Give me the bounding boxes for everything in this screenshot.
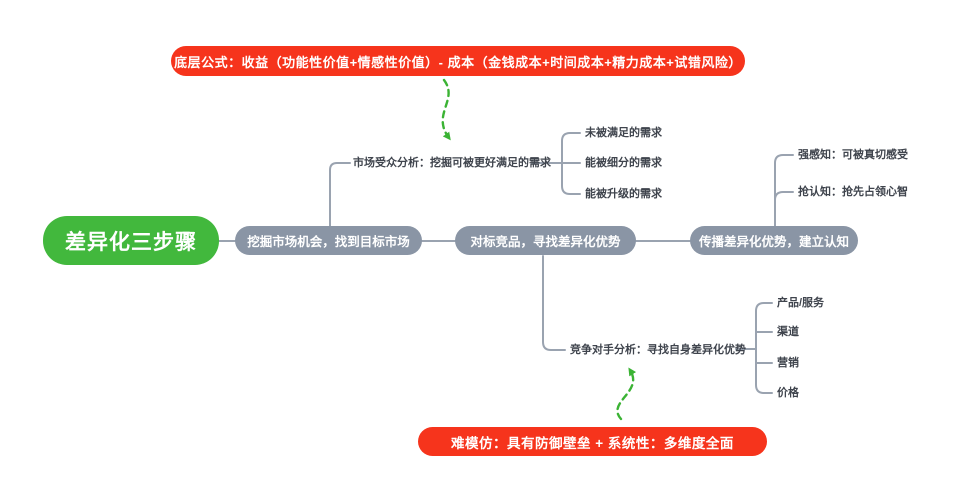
top-formula-banner[interactable]: 底层公式：收益（功能性价值+情感性价值）- 成本（金钱成本+时间成本+精力成本+…: [171, 46, 745, 76]
market-child-unmet[interactable]: 未被满足的需求: [585, 127, 662, 139]
step-node-benchmark[interactable]: 对标竞品，寻找差异化优势: [455, 226, 636, 255]
competitor-child-product[interactable]: 产品/服务: [777, 297, 825, 309]
competitor-analysis-label[interactable]: 竞争对手分析：寻找自身差异化优势: [570, 344, 746, 356]
edge-competitor-bracket-up: [755, 302, 773, 350]
market-child-segment[interactable]: 能被细分的需求: [585, 157, 662, 169]
step-node-find-market[interactable]: 挖掘市场机会，找到目标市场: [235, 226, 422, 255]
spread-child-mindshare[interactable]: 抢认知：抢先占领心智: [798, 186, 908, 198]
market-child-upgrade[interactable]: 能被升级的需求: [585, 188, 662, 200]
market-analysis-label[interactable]: 市场受众分析：挖掘可被更好满足的需求: [353, 157, 551, 169]
competitor-child-channel[interactable]: 渠道: [777, 326, 799, 338]
root-node[interactable]: 差异化三步骤: [43, 216, 219, 265]
bottom-note-banner[interactable]: 难模仿：具有防御壁垒 + 系统性：多维度全面: [418, 427, 767, 456]
edge-step3-spread1: [774, 154, 794, 228]
edge-competitor-bracket-down: [755, 348, 773, 394]
spread-child-perception[interactable]: 强感知：可被真切感受: [798, 149, 908, 161]
edge-market-bracket-up: [561, 132, 581, 164]
competitor-child-marketing[interactable]: 营销: [777, 357, 799, 369]
edge-step1-market: [329, 162, 351, 228]
edge-step3-spread2: [774, 191, 794, 201]
competitor-child-price[interactable]: 价格: [777, 387, 799, 399]
edge-step2-competitor: [542, 255, 566, 351]
edge-market-bracket-down: [561, 162, 581, 195]
dashed-arrow-up-icon: [616, 367, 637, 421]
dashed-arrow-down-icon: [441, 78, 451, 141]
step-node-spread[interactable]: 传播差异化优势，建立认知: [690, 226, 858, 255]
